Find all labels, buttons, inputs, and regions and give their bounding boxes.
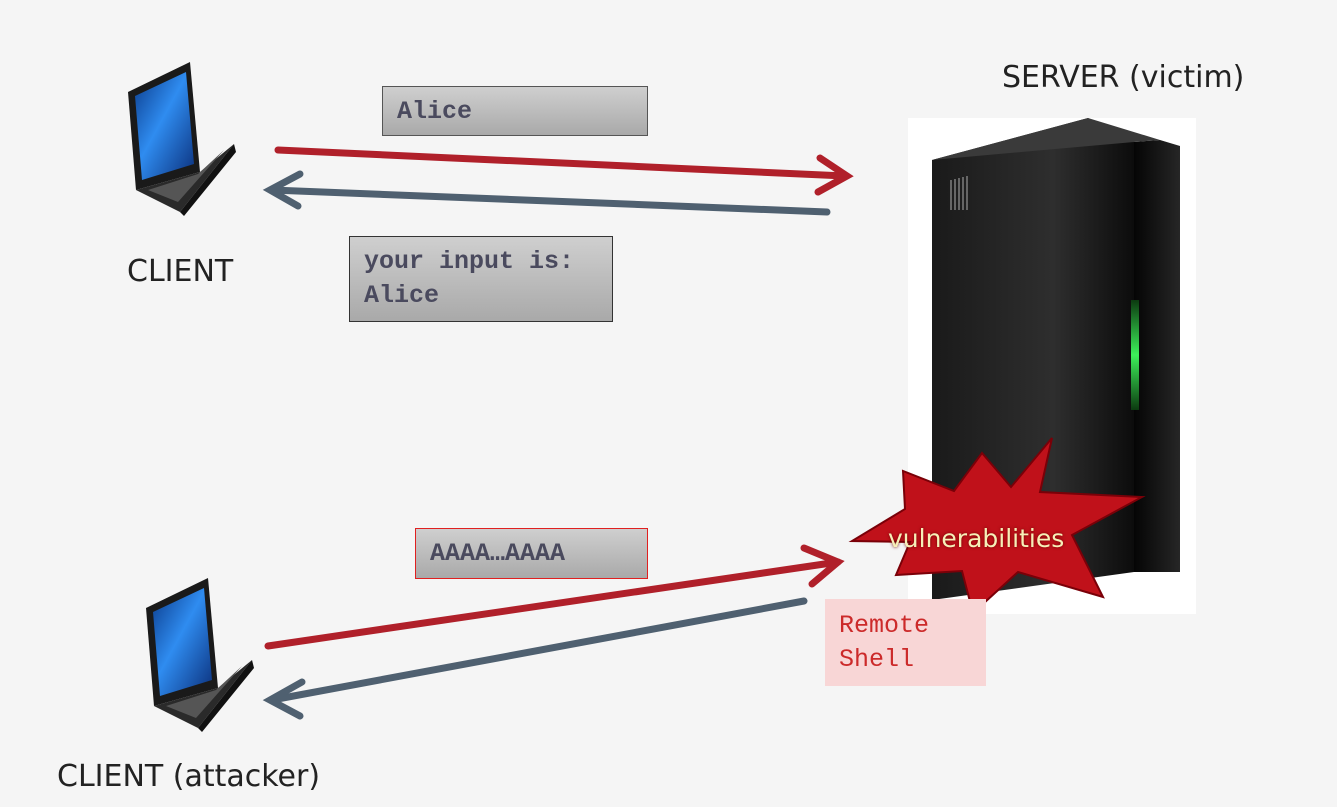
response-arrow-attack [262, 597, 808, 720]
remote-shell-line2: Shell [839, 645, 915, 674]
attack-payload-box: AAAA…AAAA [415, 528, 648, 579]
response-arrow-normal [262, 170, 831, 216]
client-label: CLIENT [127, 254, 234, 289]
server-label: SERVER (victim) [1002, 60, 1245, 95]
remote-shell-box: Remote Shell [825, 599, 986, 686]
response-message-line1: your input is: [364, 247, 575, 276]
attacker-laptop-icon [146, 578, 254, 732]
explosion-icon [848, 437, 1146, 615]
remote-shell-line1: Remote [839, 611, 930, 640]
client-laptop-icon [128, 62, 236, 216]
request-message-box: Alice [382, 86, 648, 136]
request-arrow-attack [264, 544, 845, 650]
request-message-text: Alice [397, 97, 473, 126]
attack-payload-text: AAAA…AAAA [430, 539, 566, 568]
request-arrow-normal [274, 146, 854, 196]
attacker-label: CLIENT (attacker) [57, 759, 321, 794]
vulnerabilities-label: vulnerabilities [888, 524, 1065, 553]
response-message-box: your input is: Alice [349, 236, 613, 322]
response-message-line2: Alice [364, 281, 440, 310]
